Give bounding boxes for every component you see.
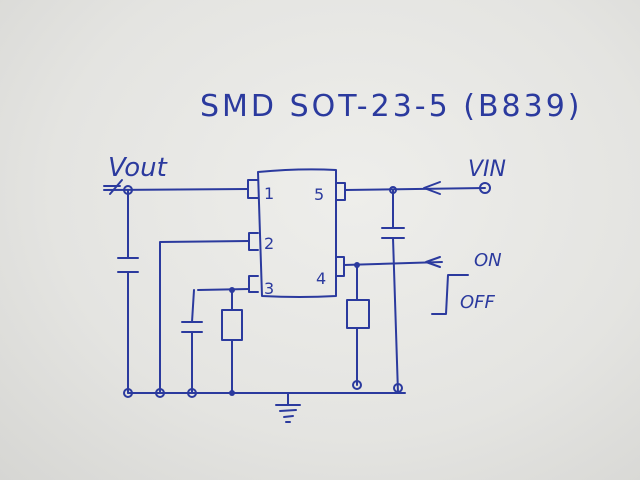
ic-pins xyxy=(247,179,346,293)
pin-1-label: 1 xyxy=(264,184,274,203)
pin4-pad xyxy=(335,256,345,277)
vout-label: Vout xyxy=(108,153,168,183)
title: SMD SOT-23-5 (B839) xyxy=(200,89,583,124)
pin-5-label: 5 xyxy=(314,185,324,204)
off-label: OFF xyxy=(460,292,496,313)
pin-3-label: 3 xyxy=(264,279,274,298)
on-label: ON xyxy=(474,250,502,271)
pin2-pad xyxy=(248,232,259,251)
wires xyxy=(103,179,486,423)
pin1-pad xyxy=(247,179,259,199)
pin3-pad xyxy=(248,275,259,293)
pin-4-label: 4 xyxy=(316,269,326,288)
pin-2-label: 2 xyxy=(264,234,274,253)
pin5-pad xyxy=(335,182,346,201)
vin-label: VIN xyxy=(468,157,506,182)
ic-body xyxy=(257,168,337,298)
junction-nodes xyxy=(123,182,491,398)
